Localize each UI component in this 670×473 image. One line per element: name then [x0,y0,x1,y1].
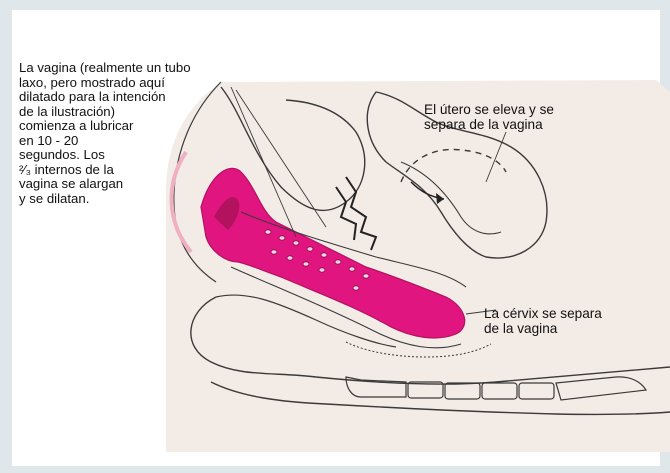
caption-cervix: La cérvix se separa de la vagina [484,307,654,337]
caption-uterus: El útero se eleva y se separa de la vagi… [424,103,624,133]
caption-vagina: La vagina (realmente un tubo laxo, pero … [19,61,249,206]
